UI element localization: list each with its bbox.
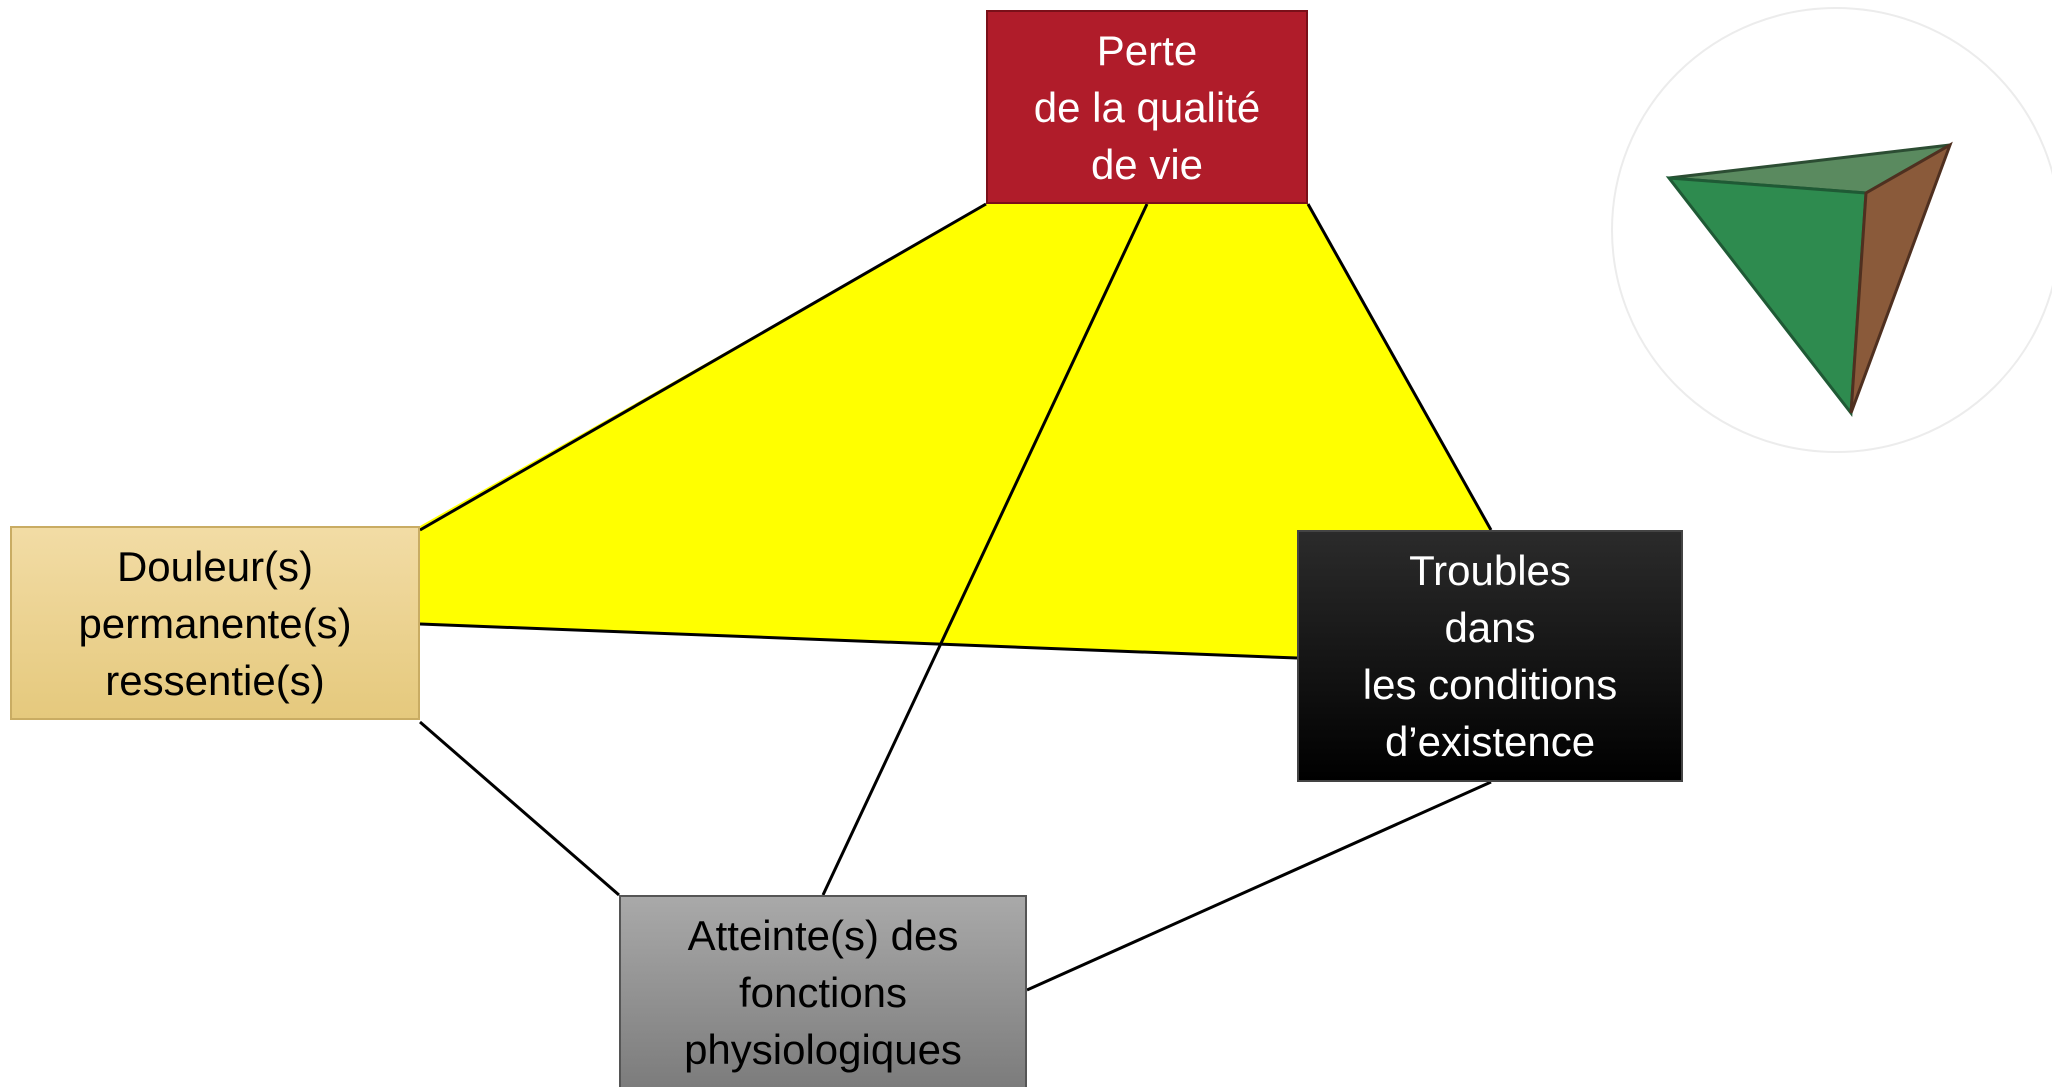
node-pain-line-1: Douleur(s) xyxy=(116,542,314,590)
node-existence-line-3: les conditions xyxy=(1362,661,1618,708)
node-functions-line-1: Atteinte(s) des xyxy=(687,911,959,959)
node-quality-line-1: Perte xyxy=(1096,26,1198,74)
node-quality-line-3: de vie xyxy=(1090,140,1204,188)
node-pain-line-3: ressentie(s) xyxy=(105,656,325,704)
node-functions-line-2: fonctions xyxy=(738,968,908,1016)
node-existence: Troubles dans les conditions d’existence xyxy=(1297,530,1683,782)
edge-quality-functions xyxy=(821,203,1149,896)
node-existence-line-1: Troubles xyxy=(1409,547,1571,594)
node-quality-of-life: Perte de la qualité de vie xyxy=(986,10,1308,204)
edge-existence-functions xyxy=(1026,780,1492,992)
edge-pain-functions xyxy=(419,720,620,897)
node-functions-line-3: physiologiques xyxy=(684,1025,962,1073)
edge-pain-existence xyxy=(419,622,1298,660)
edge-quality-pain xyxy=(419,202,987,532)
node-pain: Douleur(s) permanente(s) ressentie(s) xyxy=(10,526,420,720)
edge-quality-existence xyxy=(1306,203,1493,531)
tetra-side-face xyxy=(1849,141,1953,414)
node-pain-line-2: permanente(s) xyxy=(78,599,352,647)
node-existence-line-2: dans xyxy=(1444,604,1536,651)
node-quality-line-2: de la qualité xyxy=(1033,83,1261,131)
tetrahedron-icon xyxy=(1611,7,2052,453)
node-existence-line-4: d’existence xyxy=(1384,718,1596,765)
highlighted-face xyxy=(420,204,1491,658)
node-functions: Atteinte(s) des fonctions physiologiques xyxy=(619,895,1027,1087)
